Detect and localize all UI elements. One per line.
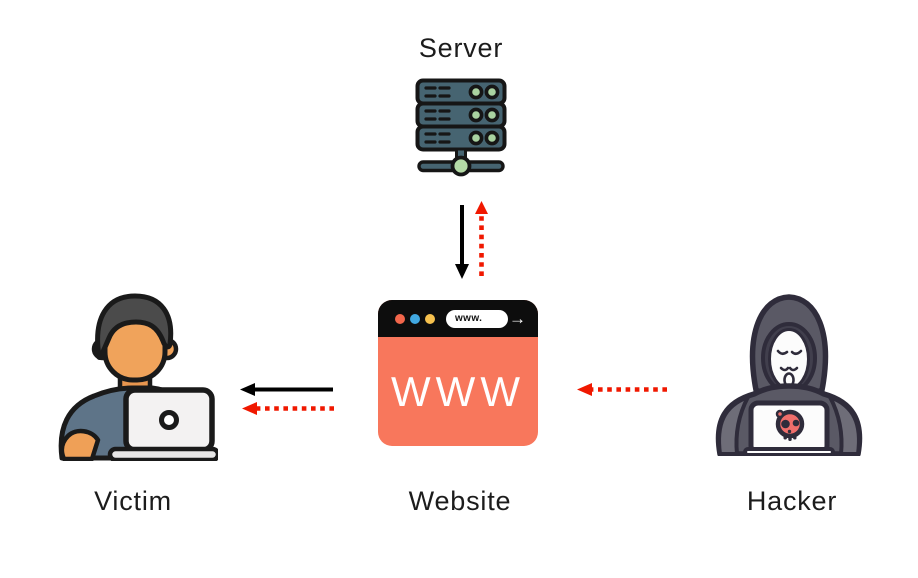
server-network-stand bbox=[417, 147, 505, 177]
browser-dot-red-icon bbox=[395, 313, 405, 324]
browser-forward-arrow-icon: → bbox=[509, 309, 526, 328]
hacker-arm-left bbox=[717, 395, 750, 456]
browser-dot-yellow-icon bbox=[425, 313, 435, 324]
website-www-text: WWW bbox=[391, 367, 525, 415]
browser-page-body: WWW bbox=[378, 337, 538, 446]
skull-icon bbox=[775, 409, 805, 441]
victim-hand bbox=[59, 428, 101, 461]
hacker-label: Hacker bbox=[746, 486, 838, 516]
victim-laptop-base bbox=[107, 446, 218, 461]
browser-address-text: www. bbox=[455, 313, 483, 324]
arrow-hacker-to-website bbox=[577, 383, 667, 396]
website-label: Website bbox=[408, 486, 512, 516]
person-at-laptop-icon bbox=[58, 293, 218, 461]
browser-title-bar: www. → bbox=[378, 300, 538, 337]
victim-label: Victim bbox=[94, 486, 172, 516]
hacker-mask bbox=[768, 328, 810, 390]
arrow-website-to-victim-dotted bbox=[242, 402, 334, 415]
hacker-arm-right bbox=[828, 395, 861, 456]
server-rack-units bbox=[415, 78, 507, 152]
server-label: Server bbox=[418, 33, 504, 63]
browser-dot-blue-icon bbox=[410, 313, 420, 324]
arrow-website-to-server bbox=[475, 201, 488, 276]
hacker-laptop-base bbox=[743, 447, 835, 456]
browser-window-icon: www. → WWW bbox=[378, 300, 538, 446]
arrow-server-to-website bbox=[455, 205, 469, 279]
victim-hair bbox=[95, 293, 174, 360]
arrow-website-to-victim-solid bbox=[240, 383, 333, 396]
victim-laptop-logo bbox=[159, 410, 179, 430]
browser-address-bar: www. bbox=[446, 309, 508, 328]
hooded-hacker-laptop-skull-icon bbox=[715, 294, 863, 456]
server-rack-icon bbox=[415, 78, 507, 177]
